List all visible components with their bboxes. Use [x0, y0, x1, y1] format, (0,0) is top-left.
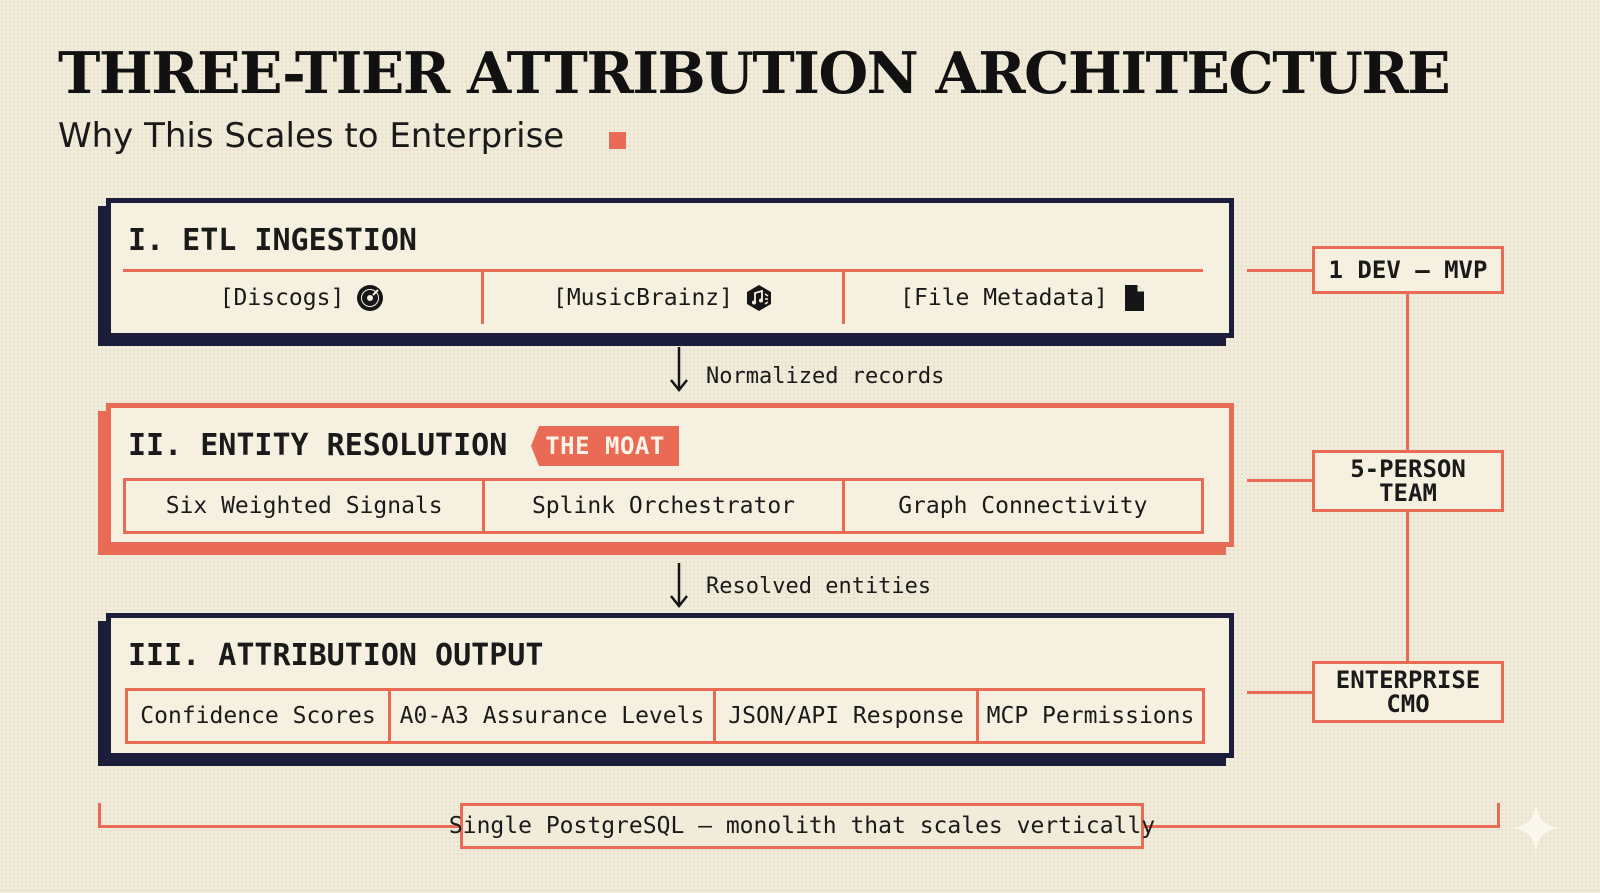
cell-graph-connectivity: Graph Connectivity	[841, 481, 1201, 531]
scale-connector-line	[1247, 479, 1313, 482]
cell-label: [Discogs]	[219, 285, 345, 311]
source-discogs: [Discogs]	[123, 272, 481, 324]
music-brain-icon	[745, 284, 773, 312]
tier-attribution-output: III. ATTRIBUTION OUTPUT Confidence Score…	[106, 613, 1234, 758]
moat-tag: THE MOAT	[531, 426, 679, 466]
footer-bracket-left	[98, 803, 101, 828]
source-musicbrainz: [MusicBrainz]	[481, 272, 842, 324]
cell-json-api-response: JSON/API Response	[713, 691, 976, 741]
scale-5-person-team: 5-PERSON TEAM	[1312, 450, 1504, 512]
cell-mcp-permissions: MCP Permissions	[976, 691, 1202, 741]
footer-bracket-right	[1497, 803, 1500, 828]
accent-square-icon	[609, 132, 626, 149]
source-file-metadata: [File Metadata]	[842, 272, 1203, 324]
page-title: THREE-TIER ATTRIBUTION ARCHITECTURE	[58, 40, 1451, 107]
scale-1-dev-mvp: 1 DEV – MVP	[1312, 246, 1504, 294]
vinyl-record-icon	[356, 284, 384, 312]
tier-entity-resolution: II. ENTITY RESOLUTION THE MOAT Six Weigh…	[106, 403, 1234, 547]
footer-postgresql-label: Single PostgreSQL – monolith that scales…	[449, 803, 1155, 849]
down-arrow-icon	[670, 347, 688, 393]
cell-label: [MusicBrainz]	[552, 285, 733, 311]
sparkle-icon	[1510, 802, 1562, 854]
connector-label: Resolved entities	[706, 574, 932, 599]
cell-weighted-signals: Six Weighted Signals	[165, 493, 443, 519]
scale-connector-line	[1247, 269, 1313, 272]
cell-splink-orchestrator: Splink Orchestrator	[482, 481, 841, 531]
connector-label: Normalized records	[706, 364, 945, 389]
tier-cells: Six Weighted Signals Splink Orchestrator…	[123, 478, 1204, 534]
scale-enterprise-cmo: ENTERPRISE CMO	[1312, 661, 1504, 723]
cell-label: [File Metadata]	[900, 285, 1108, 311]
cell-assurance-levels: A0-A3 Assurance Levels	[388, 691, 713, 741]
tier-title: II. ENTITY RESOLUTION	[128, 428, 508, 463]
cell-confidence-scores: Confidence Scores	[140, 703, 376, 729]
tier-title: I. ETL INGESTION	[128, 223, 417, 258]
down-arrow-icon	[670, 563, 688, 609]
tier-title: III. ATTRIBUTION OUTPUT	[128, 638, 544, 673]
tier-cells: [Discogs] [MusicBrainz]	[123, 269, 1203, 324]
scale-connector-line	[1247, 691, 1313, 694]
tier-cells: Confidence Scores A0-A3 Assurance Levels…	[125, 688, 1205, 744]
tier-etl-ingestion: I. ETL INGESTION [Discogs] [MusicBrainz]	[106, 198, 1234, 338]
file-icon	[1120, 284, 1148, 312]
page-subtitle: Why This Scales to Enterprise	[58, 116, 565, 156]
